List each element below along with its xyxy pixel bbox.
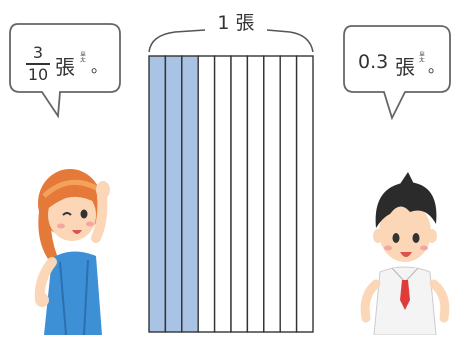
strip-part: [213, 55, 232, 333]
fraction: 3 10: [24, 45, 52, 83]
right-bubble-word: 張: [395, 55, 415, 79]
strip-part: [246, 55, 265, 333]
left-bubble-period: 。: [91, 57, 108, 76]
strip-part-shaded: [148, 55, 167, 333]
strip-part: [263, 55, 281, 333]
strip-part: [279, 55, 298, 333]
paper-strip: [148, 55, 314, 333]
strip-part: [197, 55, 216, 333]
left-bubble-zhuyin: ㄓㄤ: [80, 51, 87, 64]
boy-character: [360, 172, 450, 336]
right-bubble-zhuyin: ㄓㄤ: [419, 51, 426, 64]
fraction-bar: [26, 63, 50, 65]
right-bubble-period: 。: [428, 57, 445, 76]
girl-character: [34, 169, 110, 336]
fraction-denominator: 10: [27, 65, 49, 84]
top-brace: [148, 29, 314, 53]
fraction-numerator: 3: [32, 43, 44, 62]
strip-part: [295, 55, 314, 333]
right-speech-bubble: [343, 25, 451, 121]
strip-part: [230, 55, 249, 333]
strip-label: 1 張: [217, 12, 255, 34]
strip-part-shaded: [164, 55, 183, 333]
left-speech-bubble: [9, 23, 121, 119]
decimal-value: 0.3: [358, 51, 389, 73]
left-bubble-word: 張: [55, 55, 75, 79]
strip-part-shaded: [181, 55, 199, 333]
